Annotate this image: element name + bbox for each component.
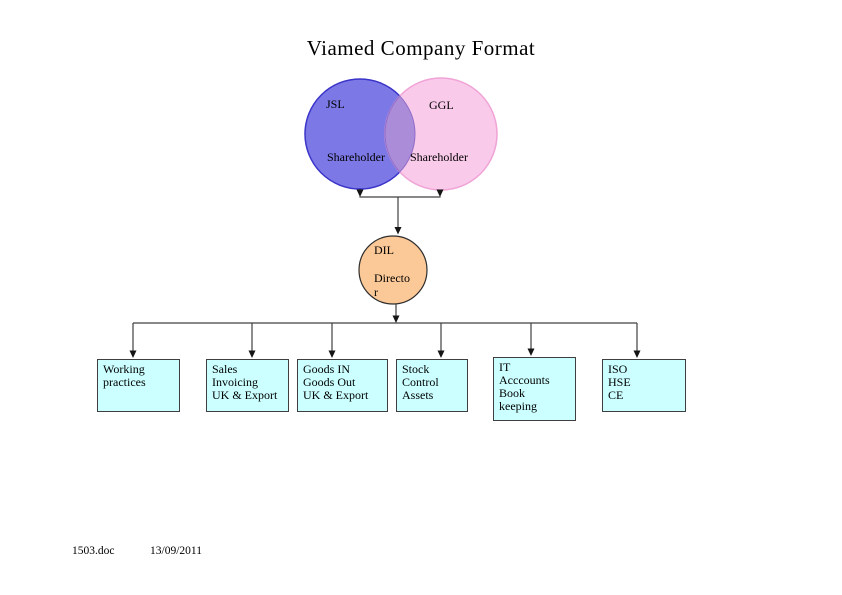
arrowheads-departments: [129, 348, 641, 358]
ggl-label: GGL: [429, 98, 454, 112]
dept-box-it-accounts: IT Acccounts Book keeping: [493, 357, 576, 421]
footer-filename: 1503.doc: [72, 545, 115, 557]
connector-director-to-rule: [133, 304, 637, 324]
dept-box-iso-hse-ce: ISO HSE CE: [602, 359, 686, 412]
dept-box-goods-in-out: Goods IN Goods Out UK & Export: [297, 359, 388, 412]
dil-director-circle: [358, 235, 428, 305]
footer-date: 13/09/2011: [150, 545, 202, 557]
arrowhead-director-to-rule: [392, 315, 400, 323]
dept-box-working-practices: Working practices: [97, 359, 180, 412]
ggl-shareholder-label: Shareholder: [410, 150, 468, 164]
connector-shareholders-to-director: [359, 189, 441, 231]
jsl-label: JSL: [326, 97, 345, 111]
connector-arrowheads-top: [356, 189, 444, 235]
dil-director-label: DIL Directo r: [374, 243, 410, 299]
page-title: Viamed Company Format: [306, 36, 536, 60]
connector-rule-to-departments: [132, 323, 638, 351]
dept-box-stock-control: Stock Control Assets: [396, 359, 468, 412]
venn-overlap-lens: [384, 95, 416, 173]
dept-box-sales-invoicing: Sales Invoicing UK & Export: [206, 359, 289, 412]
jsl-shareholder-label: Shareholder: [327, 150, 385, 164]
